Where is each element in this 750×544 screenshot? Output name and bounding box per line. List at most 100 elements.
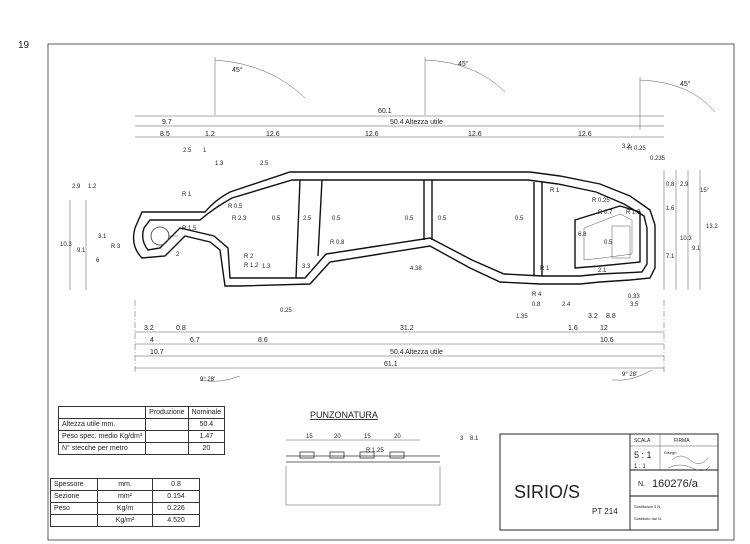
svg-text:3.2: 3.2 <box>144 325 154 332</box>
svg-text:10.3: 10.3 <box>680 236 692 242</box>
svg-text:Sostituito dal N.: Sostituito dal N. <box>634 516 662 521</box>
table-row: Peso spec. medio Kg/dm³ 1.47 <box>57 430 226 443</box>
svg-text:N.: N. <box>638 481 645 488</box>
svg-text:8.6: 8.6 <box>258 337 268 344</box>
svg-text:SCALA: SCALA <box>634 438 651 444</box>
inner-dimensions: 0.5 2.5 0.5 0.5 0.5 0.5 4.38 6.8 0.5 0.3… <box>176 216 640 314</box>
svg-text:20: 20 <box>334 434 341 440</box>
table-row: N° stecche per metro 20 <box>57 442 226 455</box>
svg-text:6.7: 6.7 <box>190 337 200 344</box>
profile-code: PT 214 <box>592 507 618 516</box>
svg-text:7.1: 7.1 <box>666 254 675 260</box>
svg-text:12.6: 12.6 <box>266 131 280 138</box>
svg-text:R 0.7: R 0.7 <box>598 210 613 216</box>
svg-text:15: 15 <box>306 434 313 440</box>
svg-text:3: 3 <box>460 436 464 442</box>
svg-text:0.8: 0.8 <box>176 325 186 332</box>
svg-text:2.4: 2.4 <box>562 302 571 308</box>
svg-text:2: 2 <box>176 252 180 258</box>
svg-text:13.2: 13.2 <box>706 224 718 230</box>
punch-title: PUNZONATURA <box>310 410 378 420</box>
radius-labels: R 1 R 0.5 R 2.3 R 1.5 R 3 R 2 R 1.2 R 0.… <box>111 146 646 298</box>
angle-bottom-left: 9° 28' <box>200 377 215 383</box>
svg-text:1.35: 1.35 <box>516 314 528 320</box>
svg-text:12: 12 <box>600 325 608 332</box>
svg-text:4: 4 <box>150 337 154 344</box>
bottom-dimensions: 3.2 0.8 31.2 1.6 3.2 12 1.35 4 6.7 8.6 1… <box>134 300 665 383</box>
svg-text:2.5: 2.5 <box>303 216 312 222</box>
svg-text:9.1: 9.1 <box>692 246 701 252</box>
svg-text:0.235: 0.235 <box>650 156 666 162</box>
scale-value: 5 : 1 <box>634 450 652 460</box>
overall-top: 60.1 <box>378 108 392 115</box>
table-row: Altezza utile mm. 50.4 <box>57 418 226 431</box>
svg-text:0.5: 0.5 <box>405 216 414 222</box>
svg-text:0.5: 0.5 <box>332 216 341 222</box>
svg-text:0.33: 0.33 <box>628 294 640 300</box>
svg-text:2.5: 2.5 <box>260 161 269 167</box>
svg-text:10.6: 10.6 <box>600 337 614 344</box>
svg-text:Sostituisce il N.: Sostituisce il N. <box>634 504 661 509</box>
svg-text:2.9: 2.9 <box>680 182 689 188</box>
svg-text:6.8: 6.8 <box>578 232 587 238</box>
svg-text:R 2: R 2 <box>244 254 254 260</box>
svg-text:0.5: 0.5 <box>272 216 281 222</box>
svg-text:10.7: 10.7 <box>150 349 164 356</box>
punch-detail: PUNZONATURA 15 20 15 20 R 1.25 8.1 3 <box>285 410 479 506</box>
svg-text:R 4: R 4 <box>532 292 542 298</box>
svg-text:R 1.7: R 1.7 <box>626 210 641 216</box>
svg-text:R 2.3: R 2.3 <box>232 216 247 222</box>
svg-text:3.2: 3.2 <box>588 313 598 320</box>
svg-text:3.5: 3.5 <box>630 302 639 308</box>
svg-text:1.2: 1.2 <box>205 131 215 138</box>
svg-text:8.8: 8.8 <box>606 313 616 320</box>
svg-text:R 1.25: R 1.25 <box>366 448 384 454</box>
drawing-number: 160276/a <box>652 478 699 490</box>
svg-text:1.6: 1.6 <box>568 325 578 332</box>
svg-text:10.3: 10.3 <box>60 242 72 248</box>
svg-text:15°: 15° <box>700 188 710 194</box>
svg-text:8.1: 8.1 <box>470 436 479 442</box>
table-row: Peso Kg/m 0.226 <box>50 502 200 515</box>
table-row: Sezione mm² 0.154 <box>50 490 200 503</box>
overall-bottom: 61.1 <box>384 361 398 368</box>
svg-text:12.6: 12.6 <box>468 131 482 138</box>
svg-text:3.1: 3.1 <box>98 234 107 240</box>
svg-text:1: 1 <box>203 148 207 154</box>
svg-text:12.6: 12.6 <box>365 131 379 138</box>
svg-text:0.8: 0.8 <box>666 182 675 188</box>
table-row: Kg/m² 4.520 <box>50 514 200 527</box>
svg-text:R 1: R 1 <box>540 266 550 272</box>
specs-table: Spessore mm. 0.8 Sezione mm² 0.154 Peso … <box>50 478 200 527</box>
svg-text:R 0.5: R 0.5 <box>228 204 243 210</box>
svg-text:R 3: R 3 <box>111 244 121 250</box>
svg-text:R 1.5: R 1.5 <box>182 226 197 232</box>
left-vertical-dimensions: 10.3 9.1 6 2.9 1.2 3.1 <box>60 184 107 290</box>
angle-top-2: 45° <box>458 60 469 68</box>
svg-text:R 0.25: R 0.25 <box>628 146 646 152</box>
svg-text:4.38: 4.38 <box>410 266 422 272</box>
svg-text:31.2: 31.2 <box>400 325 414 332</box>
svg-text:6: 6 <box>96 258 100 264</box>
corner-mark: 19 <box>18 40 30 51</box>
svg-text:20: 20 <box>394 434 401 440</box>
svg-text:R 1: R 1 <box>182 192 192 198</box>
svg-text:1.3: 1.3 <box>262 264 271 270</box>
svg-text:0.25: 0.25 <box>280 308 292 314</box>
angle-marks-top: 45° 45° 45° <box>214 57 716 130</box>
svg-text:1 : 1: 1 : 1 <box>634 464 646 470</box>
useful-height-bottom: 50.4 Altezza utile <box>390 349 443 356</box>
table-row: Spessore mm. 0.8 <box>50 478 200 491</box>
svg-text:R 0.8: R 0.8 <box>330 240 345 246</box>
svg-text:0.5: 0.5 <box>515 216 524 222</box>
svg-text:R 1.2: R 1.2 <box>244 263 259 269</box>
svg-text:2.9: 2.9 <box>72 184 81 190</box>
top-dimensions: 60.1 9.7 50.4 Altezza utile 8.5 1.2 12.6… <box>135 108 710 194</box>
angle-top-3: 45° <box>680 80 691 88</box>
drawing-frame <box>47 43 735 541</box>
svg-text:2.1: 2.1 <box>598 268 607 274</box>
svg-text:R 0.25: R 0.25 <box>592 198 610 204</box>
svg-text:0.8: 0.8 <box>532 302 541 308</box>
useful-height-top: 50.4 Altezza utile <box>390 119 443 126</box>
